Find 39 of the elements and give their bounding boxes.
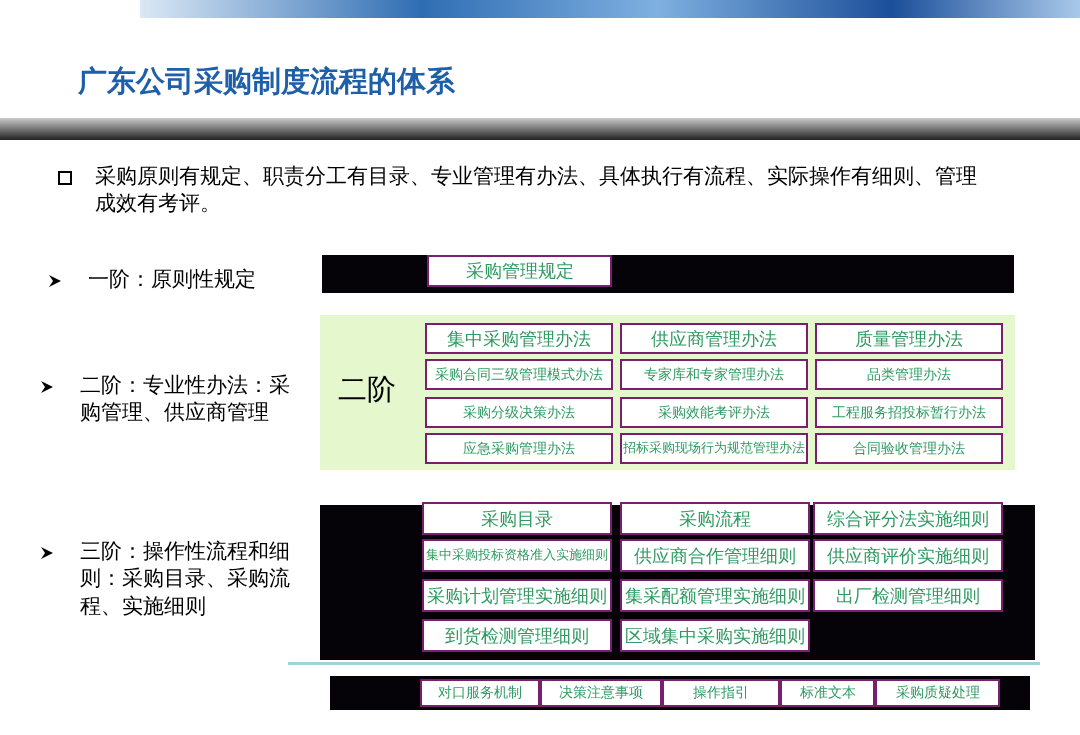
document-box: 采购效能考评办法 <box>620 397 808 428</box>
document-box: 招标采购现场行为规范管理办法 <box>620 433 808 464</box>
document-box: 到货检测管理细则 <box>422 619 612 652</box>
document-box: 应急采购管理办法 <box>425 433 613 464</box>
document-box: 工程服务招投标暂行办法 <box>815 397 1003 428</box>
document-box: 采购合同三级管理模式办法 <box>425 359 613 390</box>
document-box: 出厂检测管理细则 <box>813 579 1003 612</box>
document-box: 集中采购管理办法 <box>425 323 613 354</box>
document-box: 区域集中采购实施细则 <box>620 619 810 652</box>
bullet-text: 一阶：原则性规定 <box>88 266 257 293</box>
document-box: 质量管理办法 <box>815 323 1003 354</box>
document-box: 合同验收管理办法 <box>815 433 1003 464</box>
document-box: 集采配额管理实施细则 <box>620 579 810 612</box>
document-box: 品类管理办法 <box>815 359 1003 390</box>
tier-band <box>320 505 1035 660</box>
document-box: 标准文本 <box>780 679 875 707</box>
document-box: 采购管理规定 <box>427 255 612 287</box>
document-box: 供应商评价实施细则 <box>813 539 1003 572</box>
slide-title: 广东公司采购制度流程的体系 <box>78 63 455 100</box>
document-box: 采购目录 <box>422 502 612 535</box>
document-box: 采购质疑处理 <box>875 679 1000 707</box>
document-box: 采购计划管理实施细则 <box>422 579 612 612</box>
bullet-text: 三阶：操作性流程和细则：采购目录、采购流程、实施细则 <box>80 538 291 620</box>
tier-heading: 二阶 <box>338 371 396 408</box>
tier-band <box>330 676 1030 710</box>
tier-band <box>322 255 1014 293</box>
document-box: 决策注意事项 <box>540 679 662 707</box>
bullet-text: 采购原则有规定、职责分工有目录、专业管理有办法、具体执行有流程、实际操作有细则、管理成效有考评。 <box>95 163 978 218</box>
tier-panel <box>320 315 1015 470</box>
document-box: 采购分级决策办法 <box>425 397 613 428</box>
document-box: 供应商管理办法 <box>620 323 808 354</box>
document-box: 对口服务机制 <box>420 679 540 707</box>
document-box: 综合评分法实施细则 <box>813 502 1003 535</box>
document-box: 集中采购投标资格准入实施细则 <box>422 539 612 572</box>
bullet-text: 二阶：专业性办法：采购管理、供应商管理 <box>80 372 291 427</box>
document-box: 供应商合作管理细则 <box>620 539 810 572</box>
document-box: 专家库和专家管理办法 <box>620 359 808 390</box>
document-box: 采购流程 <box>620 502 810 535</box>
document-box: 操作指引 <box>662 679 780 707</box>
